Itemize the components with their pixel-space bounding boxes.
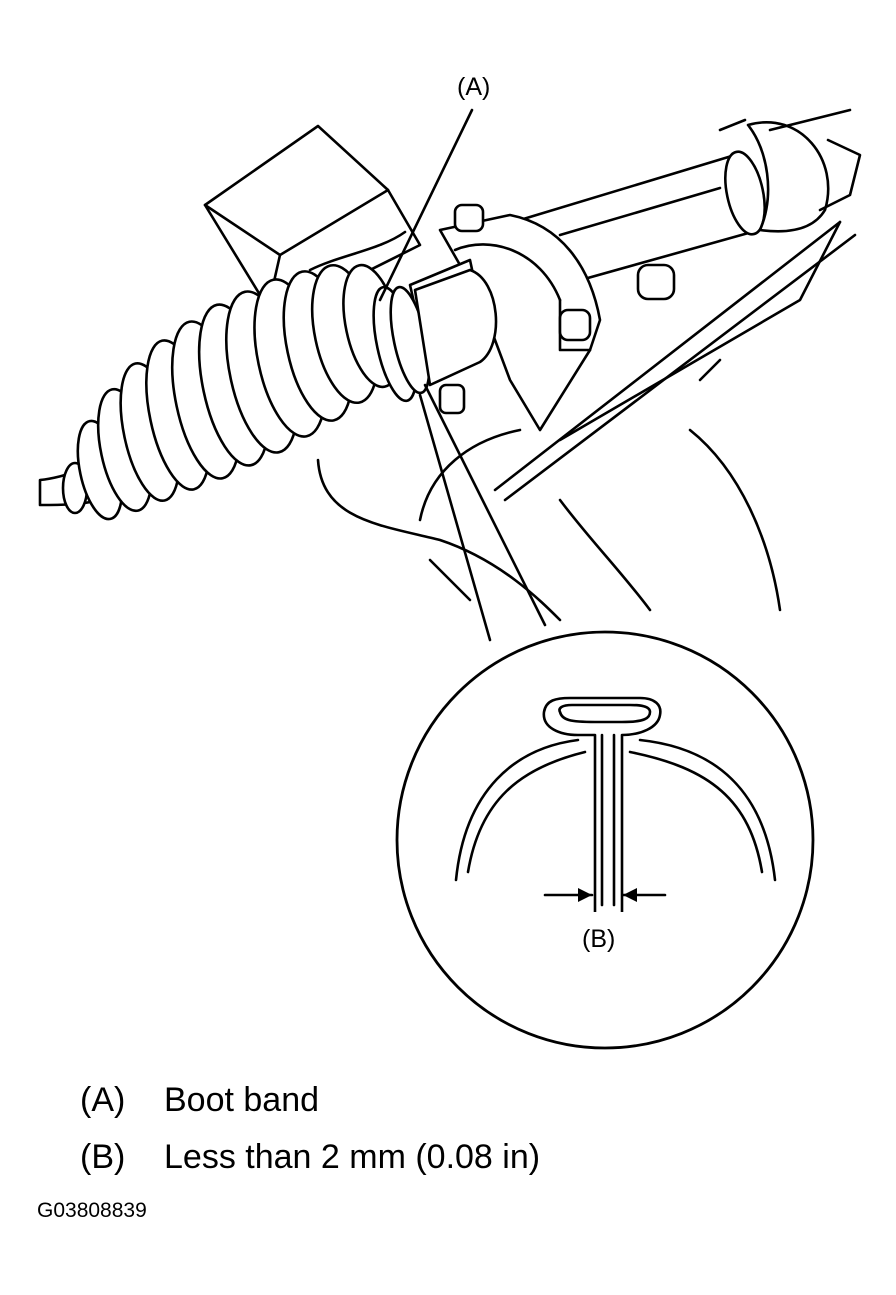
figure-id: G03808839 — [37, 1199, 147, 1222]
crossmember-outline — [203, 124, 857, 622]
legend-text: Less than 2 mm (0.08 in) — [164, 1138, 541, 1176]
callout-b-label: (B) — [582, 925, 616, 953]
legend-code: (A) — [80, 1081, 126, 1119]
detail-magnifier — [395, 630, 815, 1050]
leader-lines — [378, 108, 547, 642]
legend-item-a: (A) Boot band — [80, 1083, 319, 1117]
callout-a-label: (A) — [457, 73, 491, 101]
legend-code: (B) — [80, 1138, 126, 1176]
rack-boot — [38, 263, 498, 521]
rack-housing — [518, 108, 862, 301]
legend-text: Boot band — [164, 1081, 320, 1119]
legend-item-b: (B) Less than 2 mm (0.08 in) — [80, 1140, 540, 1174]
